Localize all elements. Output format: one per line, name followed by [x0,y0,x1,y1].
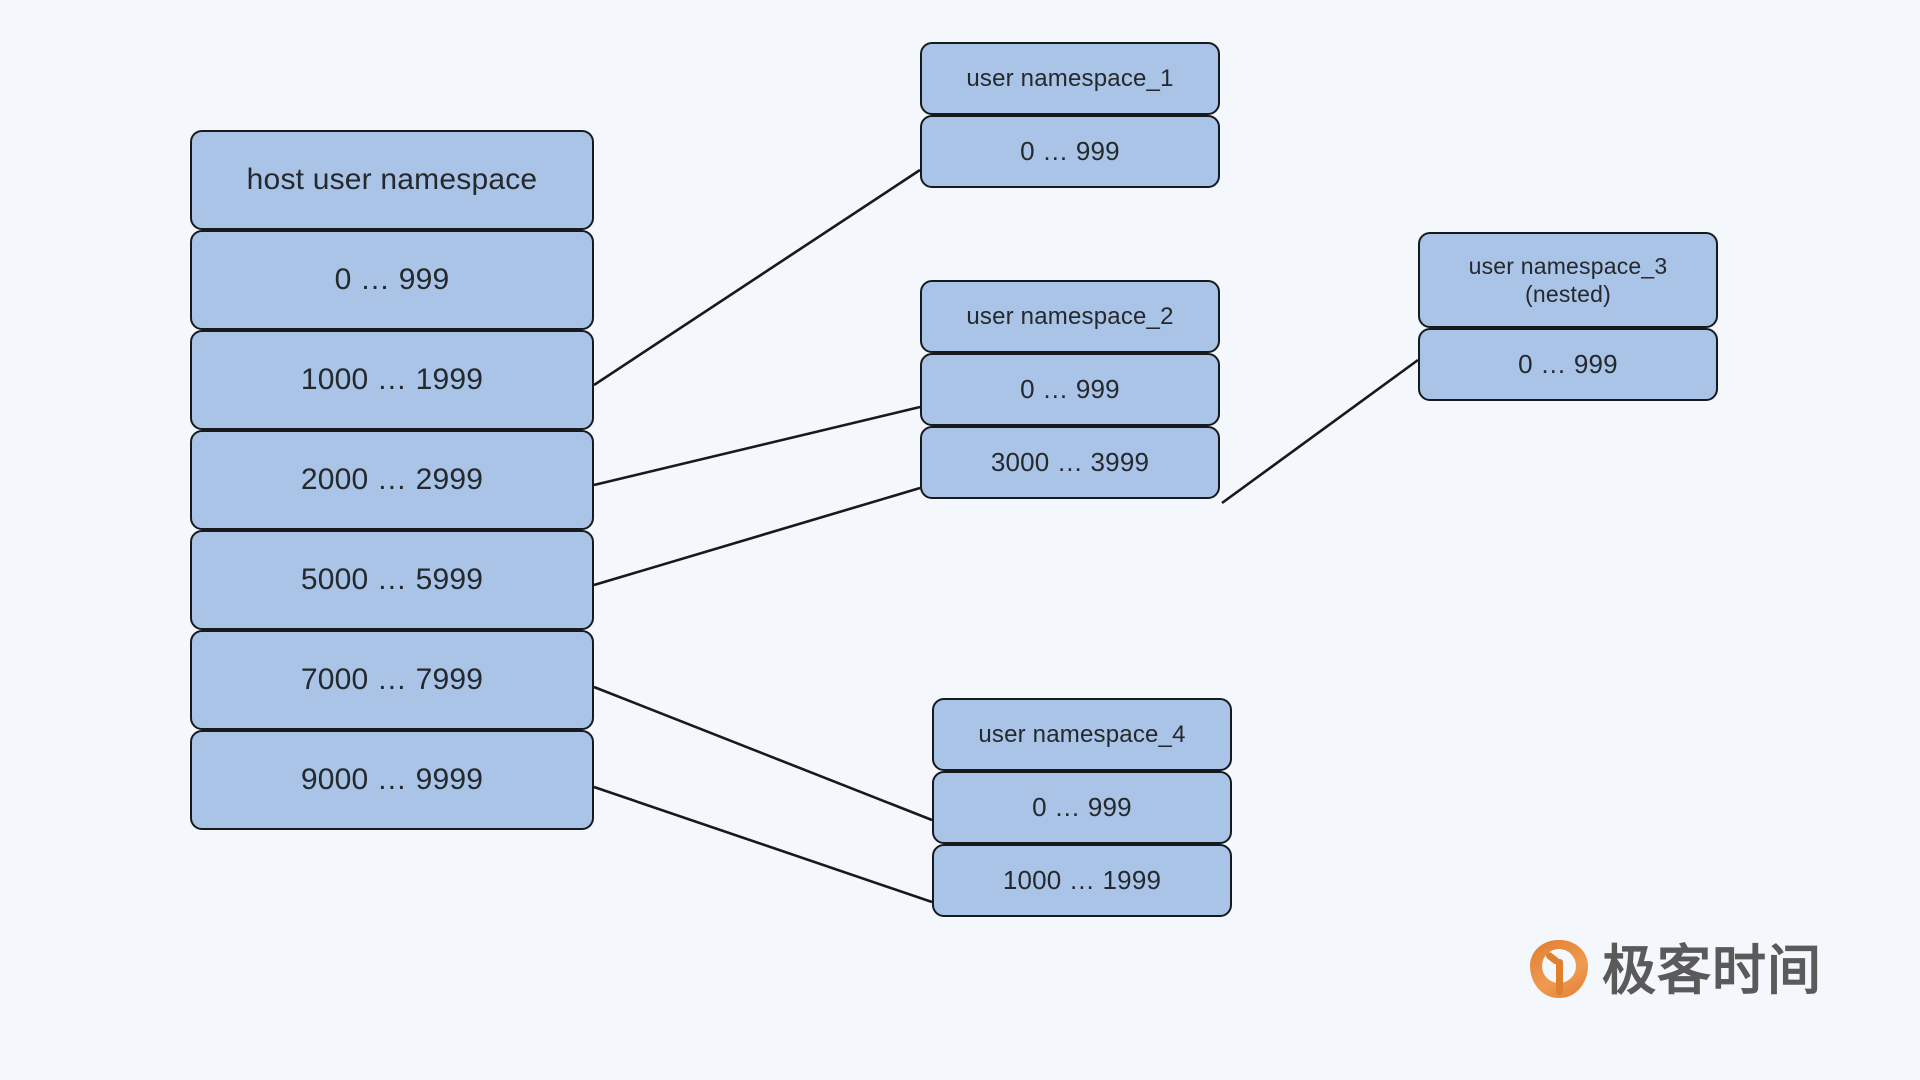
user-namespace-1-header: user namespace_1 [920,42,1220,115]
user-namespace-3-header: user namespace_3 (nested) [1418,232,1718,328]
user-namespace-2-range-row-0: 0 … 999 [920,353,1220,426]
user-namespace-1-range-row-0: 0 … 999 [920,115,1220,188]
host-range-row-4: 7000 … 7999 [190,630,594,730]
host-range-row-3: 5000 … 5999 [190,530,594,630]
host-range-row-2: 2000 … 2999 [190,430,594,530]
edge-host9000-ns4row1 [593,785,933,904]
user-namespace-4-range-row-0: 0 … 999 [932,771,1232,844]
user-namespace-3-range-row-0: 0 … 999 [1418,328,1718,401]
user-namespace-4-range-row-1: 1000 … 1999 [932,844,1232,917]
edge-host5000-ns2row1 [593,486,921,587]
edge-ns2row1-ns3 [1221,358,1419,505]
user-namespace-2-range-row-1: 3000 … 3999 [920,426,1220,499]
geektime-pin-icon [1530,940,1588,1002]
edge-host7000-ns4row0 [593,685,933,822]
host-range-row-0: 0 … 999 [190,230,594,330]
user-namespace-4-header: user namespace_4 [932,698,1232,771]
edge-host2000-ns2row0 [593,405,921,487]
host-range-row-5: 9000 … 9999 [190,730,594,830]
host-namespace-header: host user namespace [190,130,594,230]
host-range-row-1: 1000 … 1999 [190,330,594,430]
geektime-watermark: 极客时间 [1530,940,1822,1002]
geektime-wordmark: 极客时间 [1602,939,1822,1002]
user-namespace-2-header: user namespace_2 [920,280,1220,353]
edge-host1000-ns1 [593,168,921,387]
